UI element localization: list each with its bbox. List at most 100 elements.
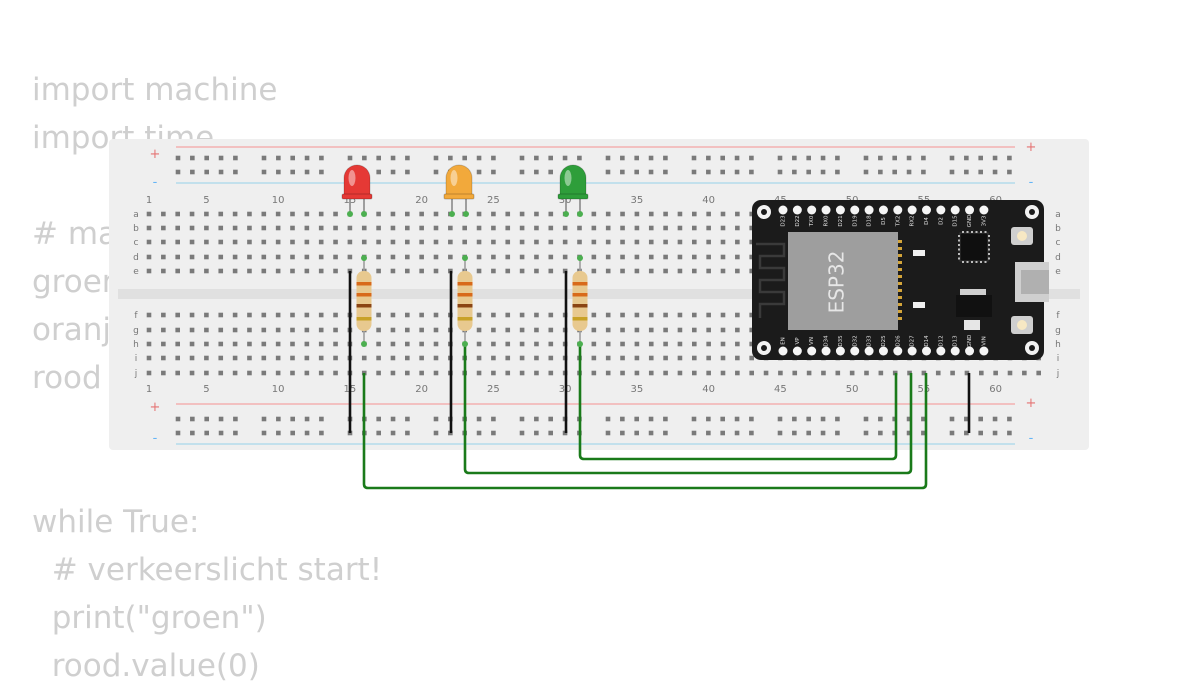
rail-hole[interactable]	[304, 430, 310, 436]
rail-hole[interactable]	[276, 430, 281, 436]
breadboard-hole[interactable]	[247, 268, 252, 274]
rail-hole[interactable]	[319, 416, 324, 422]
breadboard-hole[interactable]	[161, 268, 166, 274]
breadboard-hole[interactable]	[218, 211, 224, 217]
rail-hole[interactable]	[476, 430, 482, 436]
breadboard-hole[interactable]	[491, 355, 496, 361]
breadboard-hole[interactable]	[261, 341, 267, 347]
breadboard-hole[interactable]	[677, 327, 683, 333]
breadboard-hole[interactable]	[476, 370, 482, 376]
breadboard-hole[interactable]	[247, 254, 252, 260]
rail-hole[interactable]	[233, 416, 238, 422]
breadboard-hole[interactable]	[835, 370, 841, 376]
rail-hole[interactable]	[204, 169, 209, 175]
breadboard-hole[interactable]	[218, 268, 224, 274]
esp32-pin[interactable]	[893, 346, 903, 356]
breadboard-hole[interactable]	[361, 355, 367, 361]
rail-hole[interactable]	[648, 169, 654, 175]
breadboard-hole[interactable]	[720, 211, 726, 217]
rail-hole[interactable]	[233, 155, 238, 161]
breadboard-hole[interactable]	[247, 312, 252, 318]
breadboard-hole[interactable]	[735, 341, 740, 347]
esp32-pin[interactable]	[835, 346, 845, 356]
rail-hole[interactable]	[863, 169, 869, 175]
breadboard-hole[interactable]	[735, 211, 740, 217]
breadboard-hole[interactable]	[476, 355, 482, 361]
esp32-pin[interactable]	[979, 346, 989, 356]
esp32-pin[interactable]	[907, 205, 917, 215]
esp32-pin[interactable]	[936, 205, 946, 215]
breadboard-hole[interactable]	[548, 225, 554, 231]
breadboard-hole[interactable]	[648, 211, 654, 217]
breadboard-hole[interactable]	[663, 341, 668, 347]
rail-hole[interactable]	[634, 416, 639, 422]
breadboard-hole[interactable]	[476, 312, 482, 318]
breadboard-hole[interactable]	[261, 312, 267, 318]
breadboard-hole[interactable]	[749, 327, 754, 333]
rail-hole[interactable]	[777, 169, 783, 175]
rail-hole[interactable]	[691, 430, 697, 436]
rail-hole[interactable]	[1007, 416, 1012, 422]
breadboard-hole[interactable]	[232, 327, 238, 333]
breadboard-hole[interactable]	[706, 355, 711, 361]
breadboard-hole[interactable]	[491, 268, 496, 274]
rail-hole[interactable]	[548, 169, 553, 175]
rail-hole[interactable]	[734, 169, 740, 175]
breadboard-hole[interactable]	[175, 254, 180, 260]
esp32-pin[interactable]	[950, 346, 960, 356]
esp32-pin[interactable]	[878, 346, 888, 356]
breadboard-hole[interactable]	[806, 370, 812, 376]
breadboard-hole[interactable]	[376, 312, 381, 318]
rail-hole[interactable]	[175, 169, 181, 175]
breadboard-hole[interactable]	[648, 254, 654, 260]
breadboard-hole[interactable]	[204, 211, 209, 217]
esp32-pin[interactable]	[864, 346, 874, 356]
breadboard-hole[interactable]	[161, 225, 166, 231]
breadboard-hole[interactable]	[433, 341, 439, 347]
breadboard-hole[interactable]	[390, 239, 396, 245]
breadboard-hole[interactable]	[347, 254, 353, 260]
breadboard-hole[interactable]	[376, 355, 381, 361]
breadboard-hole[interactable]	[390, 254, 396, 260]
breadboard-hole[interactable]	[189, 268, 195, 274]
rail-hole[interactable]	[706, 430, 711, 436]
signal-wire[interactable]	[578, 344, 898, 461]
breadboard-hole[interactable]	[749, 211, 754, 217]
breadboard-hole[interactable]	[562, 254, 568, 260]
breadboard-hole[interactable]	[519, 239, 525, 245]
rail-hole[interactable]	[835, 416, 840, 422]
breadboard-hole[interactable]	[505, 254, 511, 260]
breadboard-hole[interactable]	[261, 268, 267, 274]
rail-hole[interactable]	[720, 430, 725, 436]
breadboard-hole[interactable]	[290, 370, 295, 376]
breadboard-hole[interactable]	[433, 370, 439, 376]
led-orange[interactable]	[443, 164, 475, 217]
rail-hole[interactable]	[405, 155, 410, 161]
breadboard-hole[interactable]	[333, 341, 338, 347]
rail-hole[interactable]	[720, 155, 725, 161]
rail-hole[interactable]	[835, 169, 840, 175]
breadboard-hole[interactable]	[318, 327, 324, 333]
breadboard-hole[interactable]	[562, 225, 568, 231]
breadboard-hole[interactable]	[204, 370, 209, 376]
breadboard-hole[interactable]	[677, 225, 683, 231]
rail-hole[interactable]	[433, 416, 439, 422]
breadboard-hole[interactable]	[175, 355, 180, 361]
breadboard-hole[interactable]	[232, 211, 238, 217]
breadboard-hole[interactable]	[519, 254, 525, 260]
esp32-pin[interactable]	[807, 205, 817, 215]
breadboard-hole[interactable]	[189, 312, 195, 318]
rail-hole[interactable]	[878, 155, 883, 161]
breadboard-hole[interactable]	[605, 225, 611, 231]
breadboard-hole[interactable]	[204, 355, 209, 361]
rail-hole[interactable]	[792, 416, 797, 422]
rail-hole[interactable]	[491, 430, 496, 436]
breadboard-hole[interactable]	[304, 370, 310, 376]
rail-hole[interactable]	[362, 155, 367, 161]
breadboard-hole[interactable]	[562, 239, 568, 245]
rail-hole[interactable]	[906, 169, 912, 175]
rail-hole[interactable]	[390, 430, 396, 436]
breadboard-hole[interactable]	[376, 211, 381, 217]
breadboard-hole[interactable]	[304, 211, 310, 217]
breadboard-hole[interactable]	[333, 225, 338, 231]
